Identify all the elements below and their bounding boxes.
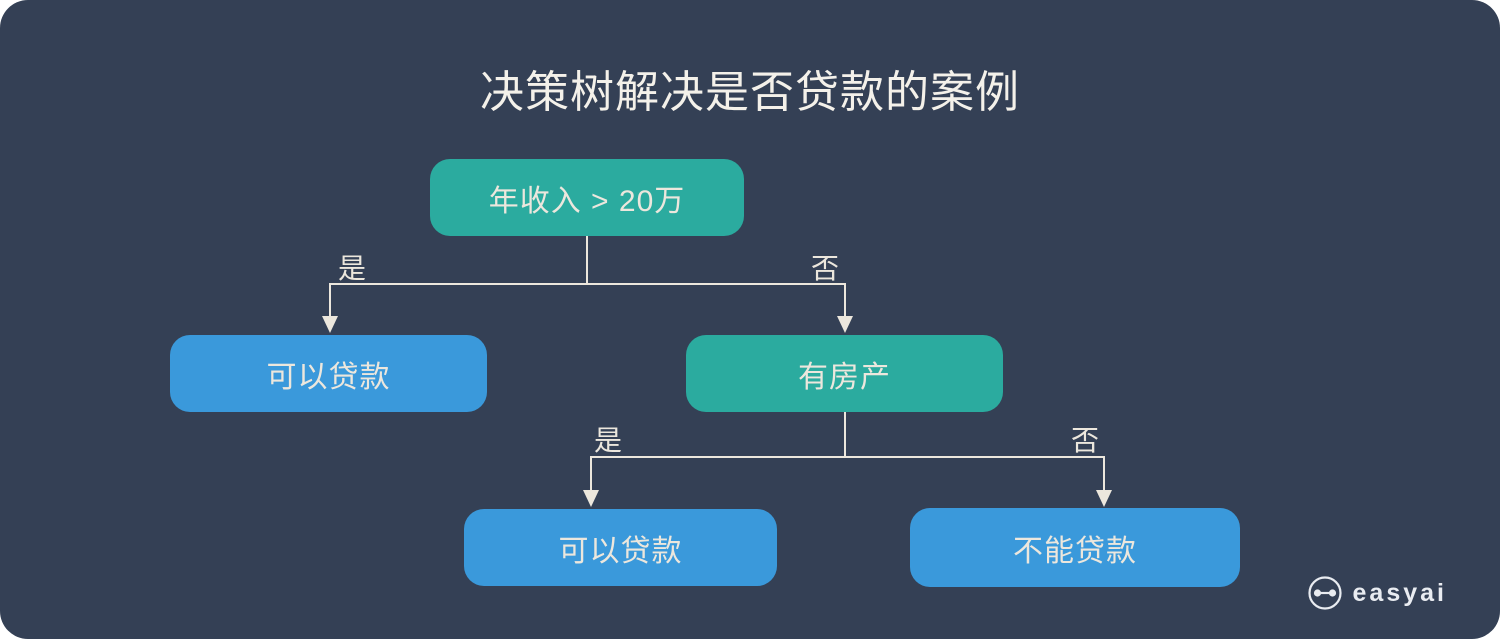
node-income-label: 年收入 > 20万 [488, 184, 686, 218]
edge-label-property-yes: 是 [594, 425, 622, 456]
arrowhead-to-loan-yes-1 [322, 316, 338, 333]
arrowhead-to-loan-yes-2 [583, 490, 599, 507]
node-loan-no-label: 不能贷款 [1013, 534, 1137, 568]
diagram-title: 决策树解决是否贷款的案例 [480, 68, 1020, 117]
node-property: 有房产 [686, 335, 1003, 412]
node-property-label: 有房产 [798, 360, 891, 394]
edge-label-income-yes: 是 [338, 253, 366, 284]
edge-label-property-no: 否 [1071, 425, 1099, 456]
node-loan-yes-2: 可以贷款 [464, 509, 777, 586]
node-loan-yes-1: 可以贷款 [170, 335, 487, 412]
node-loan-yes-1-label: 可以贷款 [266, 360, 391, 394]
brand-logo: easyai [1307, 575, 1447, 611]
brand-text: easyai [1352, 578, 1447, 607]
edge-label-income-no: 否 [811, 253, 839, 284]
node-loan-no: 不能贷款 [910, 508, 1240, 587]
arrowhead-to-loan-no [1096, 490, 1112, 507]
node-income: 年收入 > 20万 [430, 159, 744, 236]
easyai-logo-icon [1307, 576, 1342, 610]
node-loan-yes-2-label: 可以贷款 [558, 534, 683, 568]
arrowhead-to-property [837, 316, 853, 333]
